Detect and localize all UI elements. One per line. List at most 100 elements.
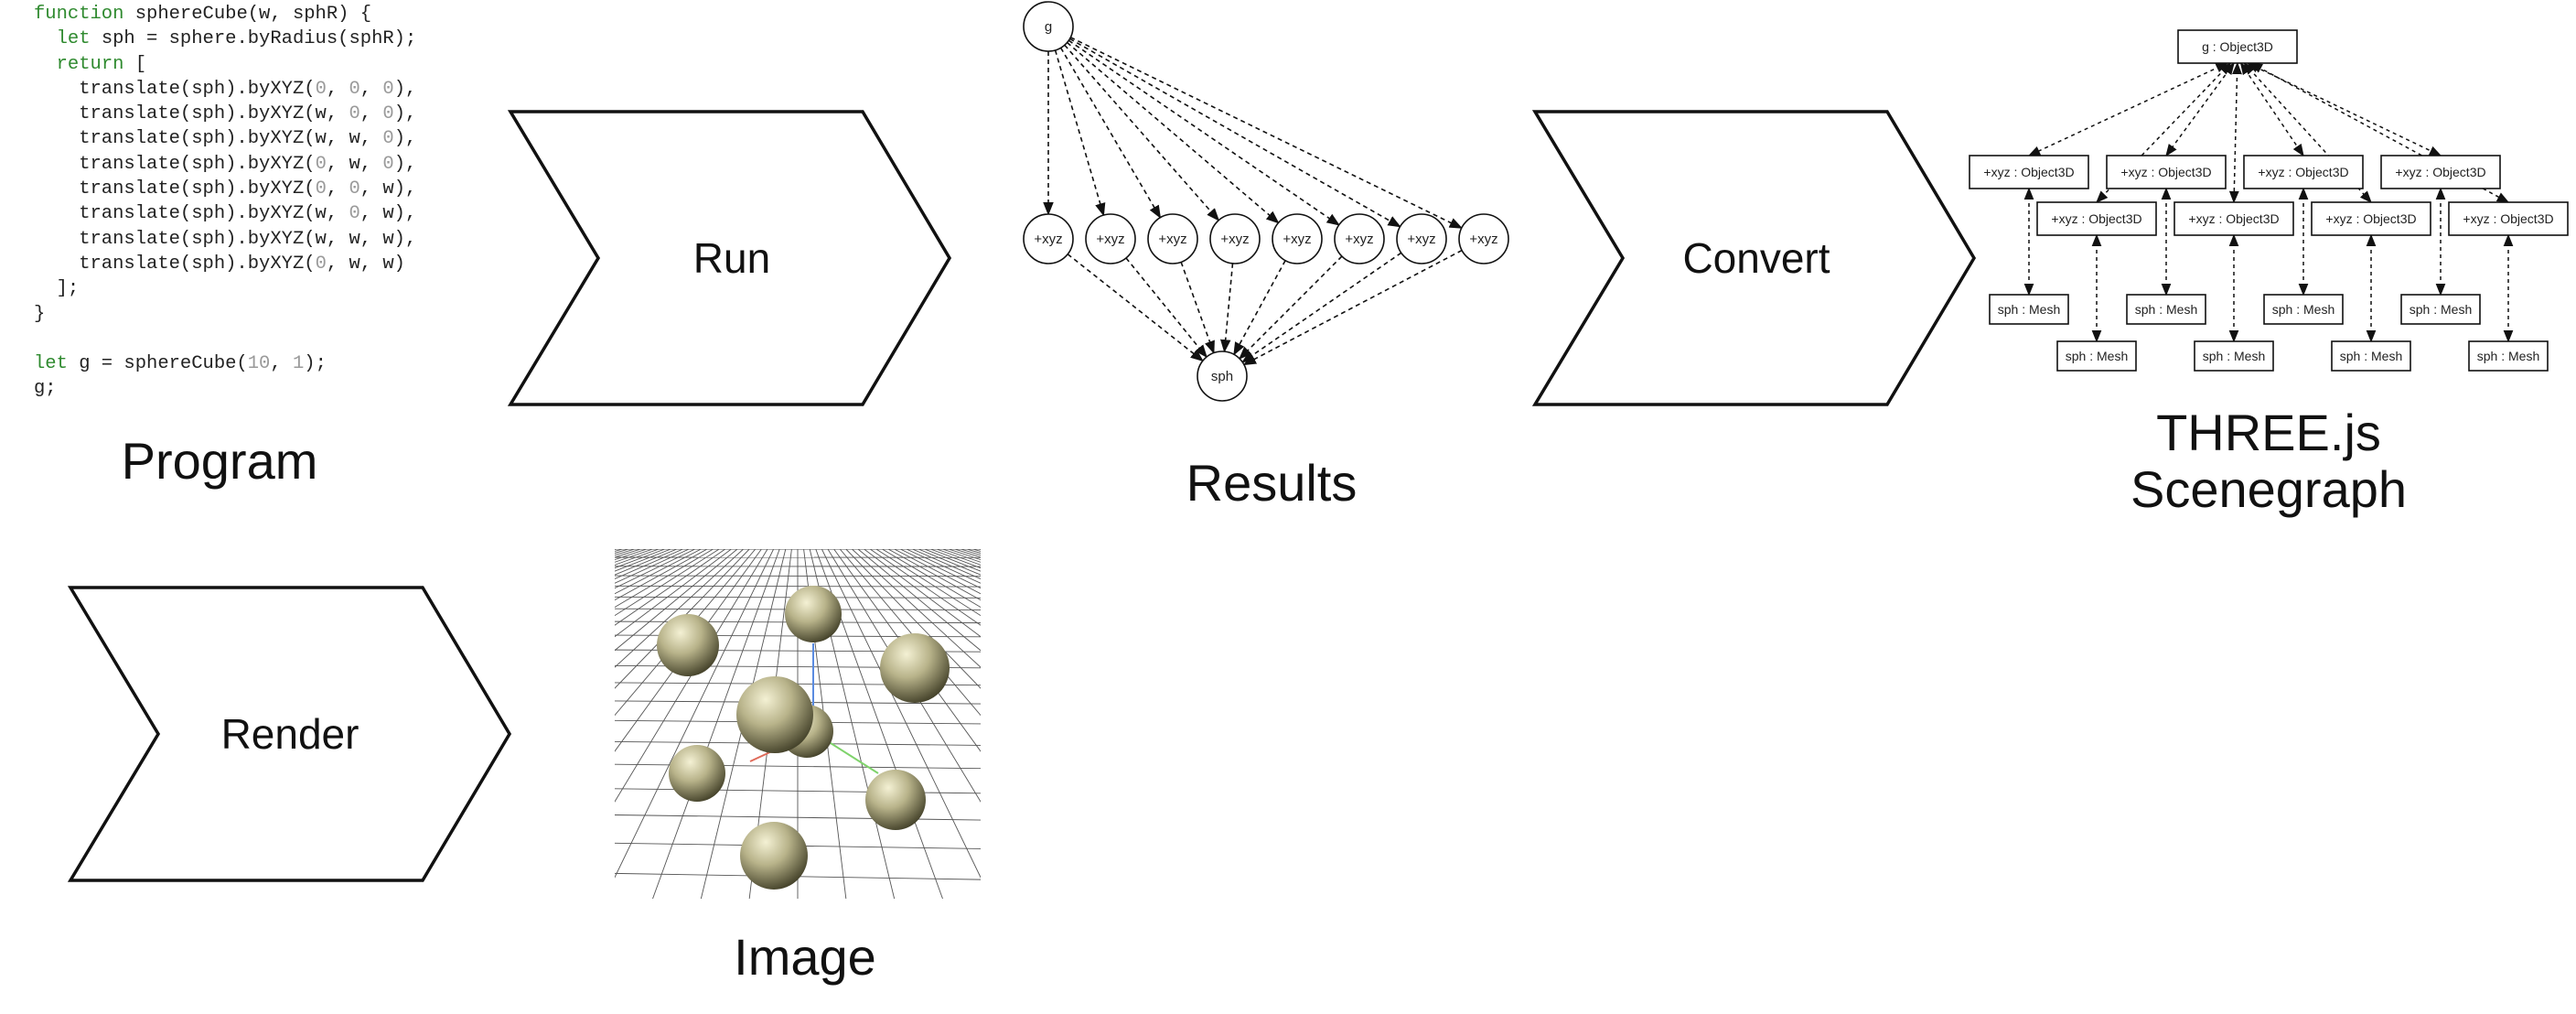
code-token: 0	[315, 153, 327, 175]
results-xyz-node: +xyz	[1334, 213, 1385, 264]
grid-line	[615, 549, 757, 717]
convert-label: Convert	[1682, 234, 1830, 282]
grid-line	[615, 763, 981, 770]
grid-line	[894, 549, 981, 595]
grid-line	[1021, 549, 2576, 915]
scenegraph-mesh-node: sph : Mesh	[2400, 294, 2481, 325]
grid-line	[906, 549, 981, 584]
grid-line	[954, 549, 981, 558]
code-token: sphereCube(w, sphR) {	[123, 4, 372, 25]
grid-line	[827, 549, 981, 803]
results-xyz-node: +xyz	[1023, 213, 1074, 264]
code-token: , w),	[360, 203, 417, 225]
grid-line	[615, 549, 775, 879]
results-xyz-node-label: +xyz	[1283, 232, 1311, 247]
code-token: 0	[349, 103, 360, 125]
code-token: return	[56, 53, 124, 75]
code-token: ),	[393, 153, 417, 175]
scenegraph-group-node: +xyz : Object3D	[2380, 155, 2501, 189]
scenegraph-mesh-node: sph : Mesh	[2468, 340, 2549, 372]
scenegraph-edge	[2165, 61, 2235, 157]
code-token: ,	[270, 353, 293, 375]
code-line: let g = sphereCube(10, 1);	[34, 351, 416, 376]
code-line: translate(sph).byXYZ(0, w, 0),	[34, 152, 416, 177]
grid-line	[615, 585, 981, 588]
code-token: ,	[326, 178, 349, 200]
code-token: ,	[360, 103, 383, 125]
grid-line	[1009, 549, 2559, 915]
scenegraph-mesh-node-label: sph : Mesh	[1998, 302, 2060, 317]
results-xyz-node-label: +xyz	[1220, 232, 1249, 247]
scenegraph-group-node: +xyz : Object3D	[2311, 201, 2431, 236]
scenegraph-label-line1: THREE.js	[2156, 404, 2381, 461]
grid-line	[615, 814, 981, 821]
grid-line	[1003, 549, 2508, 915]
scenegraph-mesh-node-label: sph : Mesh	[2340, 349, 2402, 363]
scenegraph-mesh-node: sph : Mesh	[1989, 294, 2069, 325]
grid-line	[966, 549, 981, 554]
scenegraph-mesh-node: sph : Mesh	[2263, 294, 2344, 325]
grid-line	[615, 549, 732, 638]
results-xyz-node-label: +xyz	[1096, 232, 1124, 247]
grid-line	[912, 549, 981, 579]
code-token: ),	[393, 78, 417, 100]
grid-line	[615, 549, 768, 803]
code-line: g;	[34, 376, 416, 401]
grid-line	[924, 549, 981, 572]
program-label: Program	[121, 432, 318, 490]
scenegraph-mesh-node: sph : Mesh	[2194, 340, 2274, 372]
results-edge	[1180, 262, 1215, 354]
sphere	[736, 676, 813, 753]
grid-line	[942, 549, 981, 563]
code-token: , w),	[360, 178, 417, 200]
image-label: Image	[734, 928, 876, 986]
results-edge	[1068, 39, 1340, 226]
code-token: translate(sph).byXYZ(w, w, w),	[34, 228, 417, 250]
code-token: translate(sph).byXYZ(	[34, 253, 316, 275]
code-token: g = sphereCube(	[67, 353, 248, 375]
code-token: let	[56, 28, 91, 50]
results-root-node: g	[1023, 1, 1074, 52]
grid-line	[918, 549, 981, 576]
code-token: , w,	[326, 153, 383, 175]
results-edge	[1054, 49, 1106, 217]
results-xyz-node: +xyz	[1209, 213, 1261, 264]
sphere	[740, 822, 808, 890]
code-token: 10	[247, 353, 271, 375]
code-token: [	[123, 53, 147, 75]
code-line: translate(sph).byXYZ(0, 0, w),	[34, 177, 416, 201]
code-token: ];	[34, 278, 80, 300]
scenegraph-mesh-node-label: sph : Mesh	[2272, 302, 2334, 317]
scenegraph-mesh-node: sph : Mesh	[2126, 294, 2206, 325]
code-token: 0	[382, 78, 394, 100]
results-sph-node: sph	[1197, 351, 1248, 402]
grid-line	[821, 549, 981, 879]
grid-line	[615, 575, 981, 577]
grid-line	[615, 549, 738, 652]
code-token: );	[304, 353, 327, 375]
grid-line	[652, 549, 780, 899]
scenegraph-group-node-label: +xyz : Object3D	[2120, 165, 2211, 179]
scenegraph-group-node: +xyz : Object3D	[2174, 201, 2294, 236]
results-edge	[1069, 38, 1401, 228]
scenegraph-mesh-node-label: sph : Mesh	[2410, 302, 2472, 317]
grid-line	[997, 549, 2458, 915]
grid-line	[839, 549, 981, 717]
scenegraph-label: THREE.js Scenegraph	[2095, 405, 2442, 518]
scenegraph-group-node-label: +xyz : Object3D	[2188, 211, 2279, 226]
grid-line	[961, 549, 981, 556]
scenegraph-mesh-node: sph : Mesh	[2056, 340, 2137, 372]
code-line: }	[34, 302, 416, 327]
code-token: translate(sph).byXYZ(w, w,	[34, 128, 383, 150]
scenegraph-group-node-label: +xyz : Object3D	[2325, 211, 2416, 226]
scenegraph-mesh-node: sph : Mesh	[2331, 340, 2411, 372]
scenegraph-mesh-node-label: sph : Mesh	[2203, 349, 2265, 363]
results-edge	[1125, 257, 1208, 359]
code-line: translate(sph).byXYZ(0, 0, 0),	[34, 77, 416, 102]
scenegraph-group-node-label: +xyz : Object3D	[1983, 165, 2074, 179]
run-label: Run	[693, 234, 770, 282]
code-line: translate(sph).byXYZ(w, 0, 0),	[34, 102, 416, 126]
code-token: ,	[326, 78, 349, 100]
results-sph-node-label: sph	[1211, 369, 1233, 384]
grid-line	[972, 549, 981, 552]
